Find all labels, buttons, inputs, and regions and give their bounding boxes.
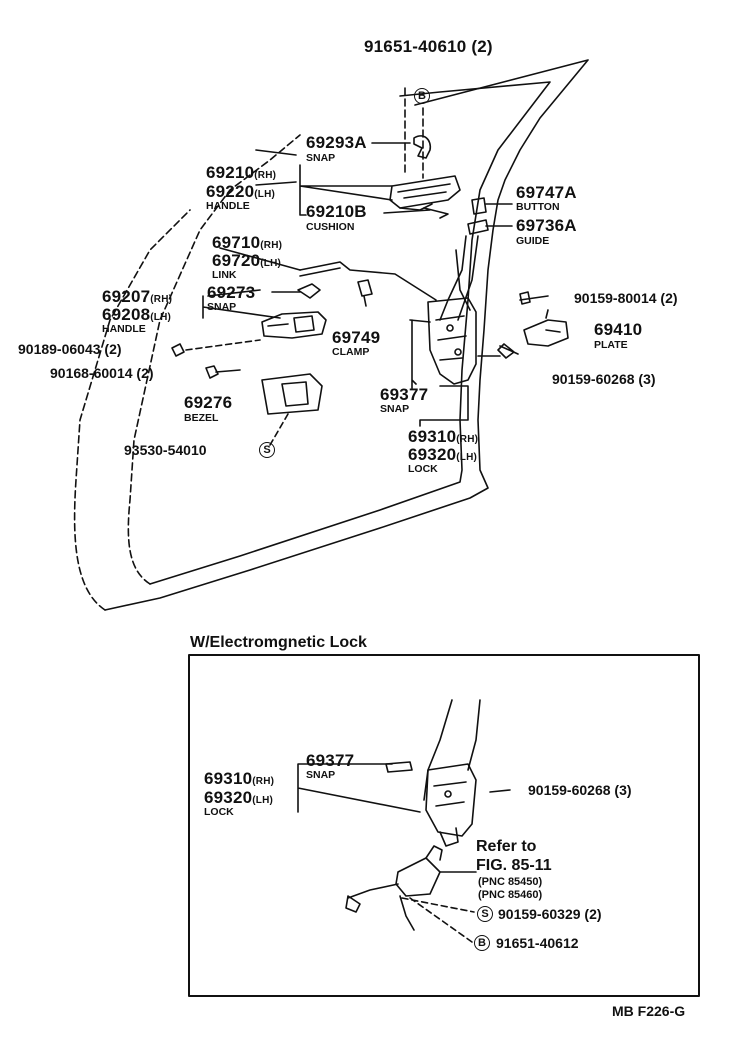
bezel-label: BEZEL: [184, 412, 219, 424]
part-69377-label: 69377: [380, 385, 429, 404]
inset-title: W/Electromgnetic Lock: [190, 634, 367, 651]
inside-handle-shape: [261, 311, 327, 339]
part-90159-80014-label: 90159-80014 (2): [574, 290, 678, 306]
pnc-85460-label: (PNC 85460): [478, 889, 543, 901]
inset-lock-label: LOCK: [204, 806, 234, 818]
bezel-shape: [261, 373, 323, 415]
handle-leader-lines: [299, 142, 431, 216]
inset-screw-s-icon: S: [477, 906, 493, 922]
snap-69273-shape: [297, 283, 321, 299]
plate-label: PLATE: [594, 339, 628, 351]
solenoid-dashes: [401, 897, 475, 943]
part-91651-40610-label: 91651-40610 (2): [364, 37, 493, 56]
inset-69310-label: 69310(RH): [204, 769, 275, 788]
screw-s-icon: S: [259, 442, 275, 458]
part-69210-label: 69210(RH): [206, 163, 277, 182]
button-guide-shapes: [467, 197, 513, 235]
inset-69377-label: 69377: [306, 751, 355, 770]
cushion-label: CUSHION: [306, 221, 355, 233]
link-rod: [299, 261, 437, 301]
guide-label: GUIDE: [516, 235, 550, 247]
refer-to-label: Refer to: [476, 838, 537, 855]
inset-bracket: [297, 763, 421, 813]
inset-69320-label: 69320(LH): [204, 788, 274, 807]
door-outline: [73, 59, 589, 611]
part-69207-label: 69207(RH): [102, 287, 173, 306]
inset-frame: [188, 654, 700, 997]
inset-90159-60268-label: 90159-60268 (3): [528, 782, 632, 798]
screws: [171, 291, 549, 379]
bolt-b-dashes: [404, 87, 424, 179]
part-69710-label: 69710(RH): [212, 233, 283, 252]
part-69220-label: 69220(LH): [206, 182, 276, 201]
lock-label: LOCK: [408, 463, 438, 475]
inset-lock-shape: [385, 699, 511, 847]
part-69210b-label: 69210B: [306, 202, 367, 221]
fig-reference-label: FIG. 85-11: [476, 857, 552, 874]
handle2-bracket: [202, 295, 281, 319]
button-label: BUTTON: [516, 201, 560, 213]
part-90159-60268-label: 90159-60268 (3): [552, 371, 656, 387]
part-69310-label: 69310(RH): [408, 427, 479, 446]
solenoid-shape: [345, 845, 443, 931]
snap-label-2: SNAP: [207, 301, 237, 313]
part-69320-label: 69320(LH): [408, 445, 478, 464]
handle-label-1: HANDLE: [206, 200, 250, 212]
part-69276-label: 69276: [184, 393, 233, 412]
part-69749-label: 69749: [332, 328, 381, 347]
clamp-label: CLAMP: [332, 346, 370, 358]
part-69736a-label: 69736A: [516, 216, 577, 235]
part-69747a-label: 69747A: [516, 183, 577, 202]
inset-bolt-b-icon: B: [474, 935, 490, 951]
part-69293a-label: 69293A: [306, 133, 367, 152]
lock-bracket: [411, 319, 469, 427]
part-93530-54010-label: 93530-54010: [124, 442, 207, 458]
part-90168-60014-label: 90168-60014 (2): [50, 365, 154, 381]
clamp-shape: [357, 279, 373, 307]
bolt-b-icon: B: [414, 88, 430, 104]
part-90189-06043-label: 90189-06043 (2): [18, 341, 122, 357]
inset-90159-60329-label: 90159-60329 (2): [498, 906, 602, 922]
part-69208-label: 69208(LH): [102, 305, 172, 324]
snap-69293a-shape: [413, 135, 432, 159]
bezel-dash: [269, 413, 289, 446]
part-69410-label: 69410: [594, 320, 643, 339]
inset-91651-40612-label: 91651-40612: [496, 935, 579, 951]
snap-label-3: SNAP: [380, 403, 410, 415]
part-69720-label: 69720(LH): [212, 251, 282, 270]
link-label: LINK: [212, 269, 237, 281]
part-69273-label: 69273: [207, 283, 256, 302]
handle-label-2: HANDLE: [102, 323, 146, 335]
inset-snap-label: SNAP: [306, 769, 336, 781]
pnc-85450-label: (PNC 85450): [478, 876, 543, 888]
plate-shape: [523, 309, 569, 347]
lock-assembly-shape: [409, 297, 501, 385]
lock-rods: [439, 235, 479, 321]
figure-code: MB F226-G: [612, 1003, 686, 1019]
handle-label-leaders: [207, 149, 301, 297]
snap-label-1: SNAP: [306, 152, 336, 164]
